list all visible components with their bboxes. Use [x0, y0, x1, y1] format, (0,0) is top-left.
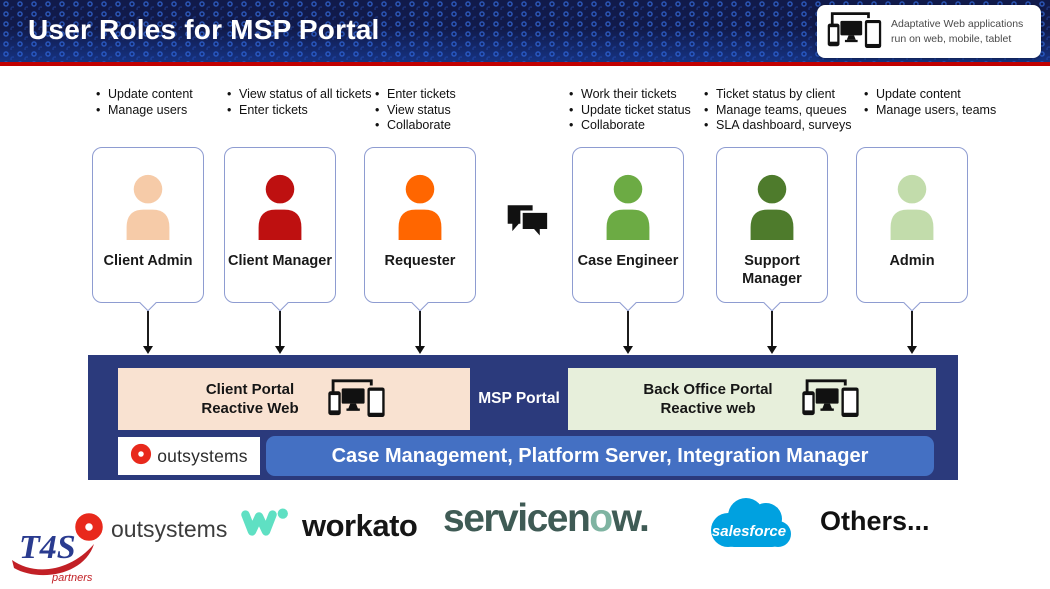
back-office-portal-box: Back Office Portal Reactive web [568, 368, 936, 430]
task-item: Manage users, teams [863, 103, 996, 119]
connector-arrow [623, 311, 632, 354]
devices-icon [325, 376, 387, 423]
task-item: Collaborate [568, 118, 691, 134]
role-card-admin: Admin [856, 147, 968, 303]
logo-t4s-partners: T4S partners [6, 514, 108, 589]
person-icon [599, 174, 657, 245]
person-icon [251, 174, 309, 245]
servicenow-text: servicen [443, 497, 591, 540]
t4s-swoosh-icon [12, 544, 94, 576]
back-office-label: Back Office Portal Reactive web [643, 380, 772, 418]
connector-arrow [767, 311, 776, 354]
role-name: Client Admin [103, 253, 193, 269]
role-card-client-manager: Client Manager [224, 147, 336, 303]
devices-icon [799, 376, 861, 423]
adaptive-web-badge-text: Adaptative Web applications run on web, … [891, 17, 1023, 47]
task-item: Update ticket status [568, 103, 691, 119]
t4s-wordmark: T4S [19, 529, 76, 566]
task-item: Manage users [95, 103, 193, 119]
task-item: Manage teams, queues [703, 103, 852, 119]
servicenow-wordmark: servicenow. [443, 497, 650, 541]
salesforce-cloud-icon [711, 498, 791, 547]
task-item: Work their tickets [568, 87, 691, 103]
workato-logo-icon [238, 502, 294, 549]
role-card-support-manager: Support Manager [716, 147, 828, 303]
salesforce-wordmark: salesforce [712, 523, 786, 540]
client-portal-line1: Client Portal [205, 381, 295, 398]
outsystems-logo-icon [74, 512, 104, 547]
task-item: Enter tickets [374, 87, 456, 103]
client-portal-line2: Reactive Web [201, 400, 299, 417]
role-card-client-admin: Client Admin [92, 147, 204, 303]
task-item: Enter tickets [226, 103, 371, 119]
header-divider [0, 62, 1050, 66]
task-item: Ticket status by client [703, 87, 852, 103]
outsystems-platform-chip: outsystems [118, 437, 260, 475]
logo-salesforce: salesforce [701, 492, 797, 560]
badge-line1: Adaptative Web applications [891, 17, 1024, 30]
tasks-client-manager: View status of all tickets Enter tickets [226, 87, 371, 118]
person-icon [743, 174, 801, 245]
tasks-support-manager: Ticket status by client Manage teams, qu… [703, 87, 852, 134]
conversation-icon [504, 198, 552, 247]
logo-servicenow: servicenow. [443, 497, 650, 541]
tasks-requester: Enter tickets View status Collaborate [374, 87, 456, 134]
servicenow-o-icon: o [589, 497, 613, 540]
logo-workato: workato [238, 502, 418, 549]
task-item: View status of all tickets [226, 87, 371, 103]
role-name: Admin [889, 253, 935, 269]
msp-portal-label: MSP Portal [478, 390, 560, 407]
task-item: SLA dashboard, surveys [703, 118, 852, 134]
adaptive-web-badge: Adaptative Web applications run on web, … [817, 5, 1041, 58]
connector-arrow [143, 311, 152, 354]
role-name: Requester [384, 253, 456, 269]
role-name: Support Manager [742, 253, 802, 287]
role-card-requester: Requester [364, 147, 476, 303]
client-portal-box: Client Portal Reactive Web [118, 368, 470, 430]
connector-arrow [275, 311, 284, 354]
role-card-case-engineer: Case Engineer [572, 147, 684, 303]
outsystems-wordmark: outsystems [157, 445, 248, 466]
task-item: Update content [863, 87, 996, 103]
client-portal-label: Client Portal Reactive Web [201, 380, 298, 418]
outsystems-wordmark: outsystems [111, 516, 228, 542]
person-icon [391, 174, 449, 245]
logo-outsystems: outsystems [74, 512, 227, 547]
platform-services-bar: Case Management, Platform Server, Integr… [266, 436, 934, 476]
back-office-line2: Reactive web [660, 400, 756, 417]
task-item: Update content [95, 87, 193, 103]
tasks-case-engineer: Work their tickets Update ticket status … [568, 87, 691, 134]
tasks-client-admin: Update content Manage users [95, 87, 193, 118]
workato-wordmark: workato [302, 507, 418, 543]
badge-line2: run on web, mobile, tablet [891, 32, 1012, 45]
task-item: View status [374, 103, 456, 119]
role-name: Client Manager [228, 253, 332, 269]
back-office-line1: Back Office Portal [643, 381, 773, 398]
person-icon [119, 174, 177, 245]
msp-portal-container: Client Portal Reactive Web MSP Portal [88, 355, 958, 480]
t4s-sub-label: partners [51, 572, 93, 584]
devices-icon [825, 9, 883, 54]
person-icon [883, 174, 941, 245]
servicenow-text-end: w. [611, 497, 650, 540]
tasks-admin: Update content Manage users, teams [863, 87, 996, 118]
connector-arrow [415, 311, 424, 354]
connector-arrow [907, 311, 916, 354]
outsystems-logo-icon [130, 443, 152, 470]
page-title: User Roles for MSP Portal [28, 14, 380, 45]
others-label: Others... [820, 506, 930, 536]
task-item: Collaborate [374, 118, 456, 134]
role-name: Case Engineer [577, 253, 679, 269]
